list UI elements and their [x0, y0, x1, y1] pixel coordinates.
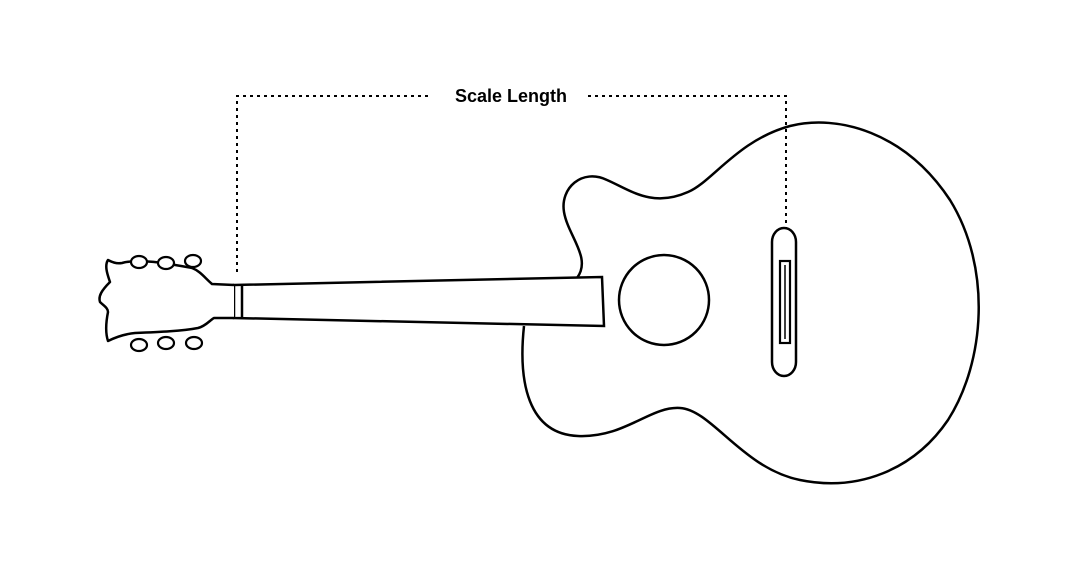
guitar-headstock: [98, 258, 235, 343]
scale-length-dimension-right: [588, 95, 787, 228]
tuning-peg-bottom-1: [129, 337, 149, 353]
tuning-peg-bottom-3: [184, 335, 204, 351]
tuning-peg-top-3: [183, 253, 203, 269]
guitar-neck: [232, 275, 606, 328]
scale-length-dimension-left: [236, 95, 432, 272]
guitar-bridge: [770, 226, 798, 378]
guitar-saddle: [778, 259, 792, 345]
tuning-peg-bottom-2: [156, 335, 176, 351]
tuning-peg-top-2: [156, 255, 176, 271]
scale-length-label: Scale Length: [455, 86, 567, 106]
tuning-peg-top-1: [129, 254, 149, 270]
guitar-body: [521, 121, 980, 485]
sound-hole: [617, 253, 711, 347]
